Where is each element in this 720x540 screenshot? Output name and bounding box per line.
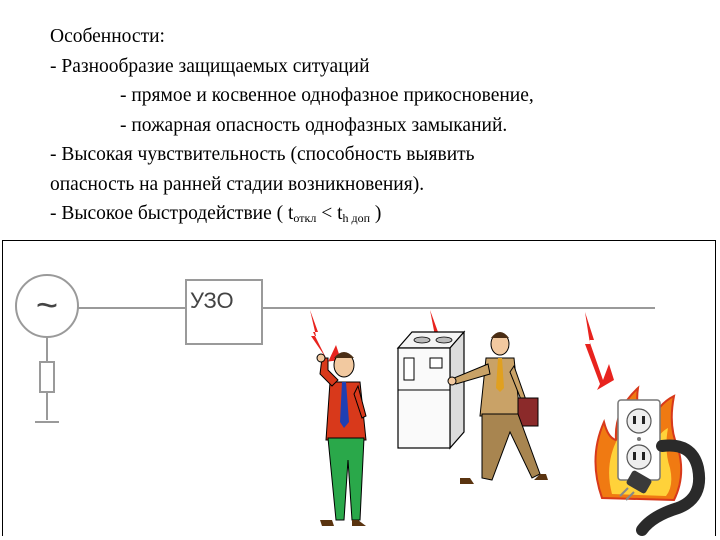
rcd-protection-diagram: ~ УЗО xyxy=(15,274,705,536)
ac-generator-icon: ~ xyxy=(15,274,79,338)
bullet-sensitivity-line1: - Высокая чувствительность (способность … xyxy=(50,144,475,165)
bullet-speed: - Высокое быстродействие ( tоткл < th до… xyxy=(50,199,700,234)
appliance-icon xyxy=(396,330,466,450)
generator-symbol: ~ xyxy=(36,285,58,327)
bullet-speed-mid: < t xyxy=(316,203,343,224)
lightning-icon xyxy=(310,310,341,362)
sub-bullet-fire: - пожарная опасность однофазных замыкани… xyxy=(120,114,508,136)
sub-bullet-contact: - прямое и косвенное однофазное прикосно… xyxy=(120,85,534,106)
walking-person-icon xyxy=(447,332,548,484)
diagram-frame xyxy=(2,240,716,536)
t-allowed-subscript: h доп xyxy=(342,211,371,225)
plug-icon xyxy=(619,439,705,536)
socket-icon xyxy=(617,399,661,481)
features-heading: Особенности: xyxy=(50,26,165,47)
features-text: Особенности: - Разнообразие защищаемых с… xyxy=(50,22,700,234)
lightning-icon xyxy=(585,312,614,390)
bullet-diversity: - Разнообразие защищаемых ситуаций xyxy=(50,55,370,77)
bullet-speed-suffix: ) xyxy=(370,203,382,224)
resistor-icon xyxy=(39,361,55,393)
bullet-speed-prefix: - Высокое быстродействие ( t xyxy=(50,203,294,224)
rcd-device: УЗО xyxy=(185,279,263,345)
bullet-sensitivity-line2: опасность на ранней стадии возникновения… xyxy=(50,173,425,195)
t-off-subscript: откл xyxy=(293,211,317,225)
person-icon xyxy=(316,352,367,526)
rcd-label: УЗО xyxy=(190,288,234,313)
